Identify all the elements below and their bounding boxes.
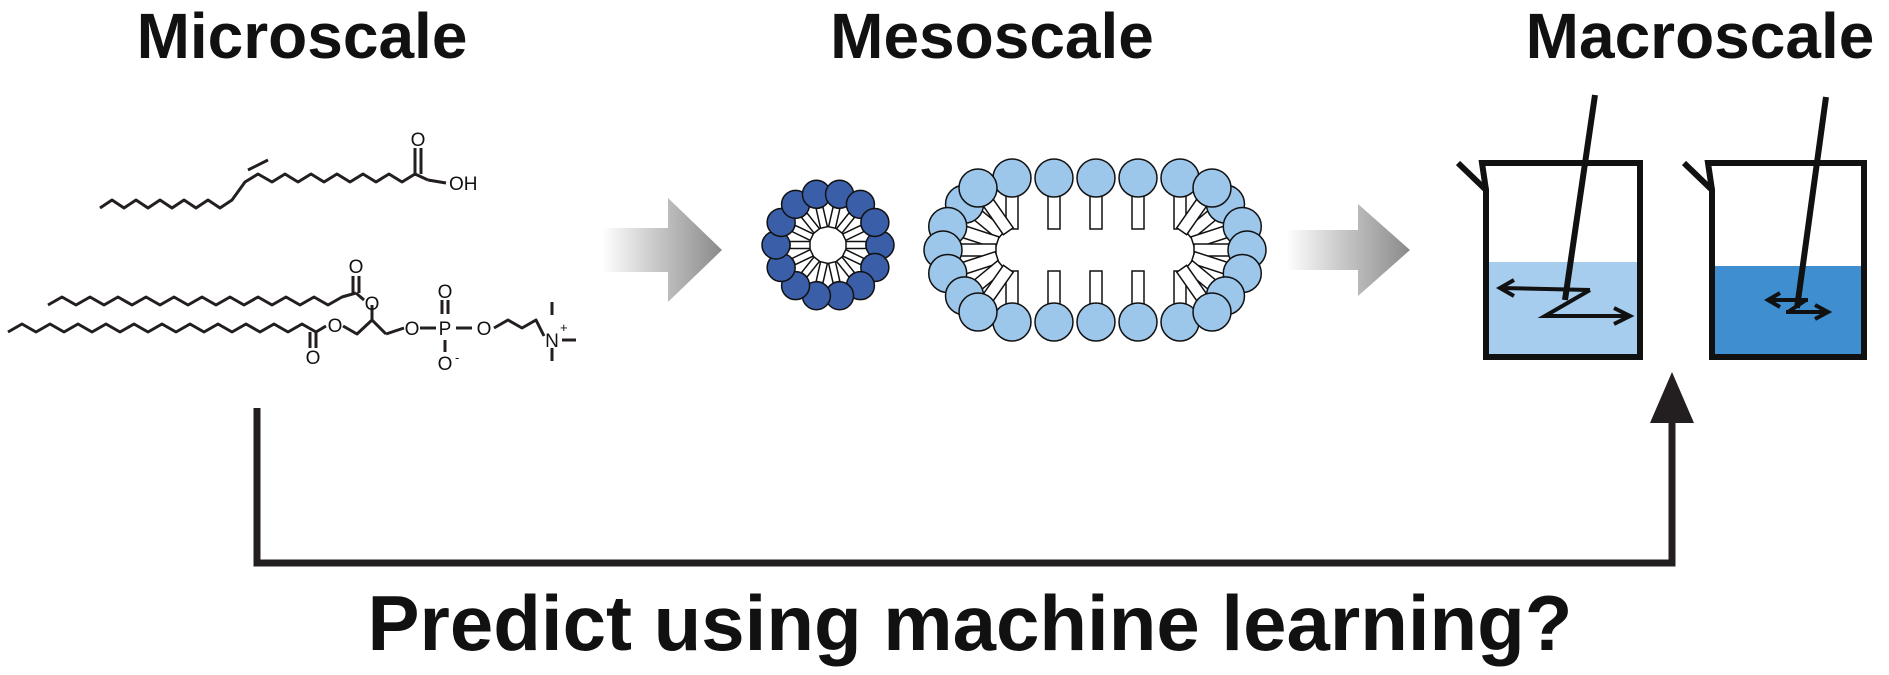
lipid-tail <box>1089 270 1103 308</box>
stir-rod-icon-2 <box>1794 96 1829 309</box>
lipid-head <box>992 302 1032 342</box>
lipid-tail <box>827 206 841 230</box>
lipid-tail <box>1131 192 1145 230</box>
lipid-tail <box>845 240 867 250</box>
phospho-oxygen-carbonyl-2: O <box>306 348 321 369</box>
phospho-oxygen-double: O <box>438 282 453 303</box>
phospho-oxygen-bridge-2: O <box>477 319 492 340</box>
vesicle-icon <box>923 158 1267 342</box>
lipid-head <box>958 168 998 208</box>
phospholipid-molecule <box>7 276 576 361</box>
phospho-nitrogen: N <box>545 331 559 352</box>
microscale-title: Microscale <box>137 0 468 72</box>
micelle-icon <box>761 179 895 311</box>
lipid-head <box>1118 302 1158 342</box>
beaker-light <box>1455 94 1643 360</box>
phospho-oxygen-ester-1: O <box>365 294 380 315</box>
phospho-oxygen-ester-2: O <box>328 316 343 337</box>
phospho-oxygen-minus: O <box>438 354 453 375</box>
lipid-tail <box>827 260 841 284</box>
lipid-head <box>1192 292 1232 332</box>
right-arrow-icon <box>602 198 722 302</box>
lipid-tail <box>1047 270 1061 308</box>
lipid-tail <box>1131 270 1145 308</box>
beaker-dark <box>1681 96 1867 360</box>
oleic-hydroxyl-label: OH <box>449 174 478 195</box>
macroscale-title: Macroscale <box>1526 0 1875 72</box>
liquid-light <box>1489 262 1637 354</box>
phospho-phosphorus: P <box>439 319 452 340</box>
lipid-tail <box>1089 192 1103 230</box>
feedback-arrow-icon <box>253 372 1694 567</box>
lipid-tail <box>1047 192 1061 230</box>
lipid-tail <box>815 260 829 284</box>
lipid-head <box>958 292 998 332</box>
oleic-oxygen-label: O <box>411 130 426 151</box>
lipid-head <box>1192 168 1232 208</box>
lipid-head <box>1034 302 1074 342</box>
lipid-head <box>1034 158 1074 198</box>
phospho-oxygen-carbonyl-1: O <box>349 257 364 278</box>
phospho-plus-charge: + <box>560 320 568 335</box>
phospho-minus-charge: - <box>455 350 459 365</box>
lipid-head <box>992 158 1032 198</box>
oleic-acid-molecule <box>99 148 447 210</box>
lipid-head <box>860 207 890 238</box>
right-arrow-icon-2 <box>1286 204 1410 296</box>
lipid-head <box>1076 302 1116 342</box>
mesoscale-title: Mesoscale <box>830 0 1154 72</box>
lipid-head <box>1118 158 1158 198</box>
flow-arrows-small <box>1764 291 1833 321</box>
lipid-tail <box>789 240 811 250</box>
question-text: Predict using machine learning? <box>368 579 1573 667</box>
phospho-oxygen-bridge-1: O <box>405 319 420 340</box>
flow-arrows-large <box>1495 278 1635 326</box>
lipid-tail <box>815 206 829 230</box>
lipid-head <box>1076 158 1116 198</box>
stir-rod-icon <box>1562 94 1598 301</box>
